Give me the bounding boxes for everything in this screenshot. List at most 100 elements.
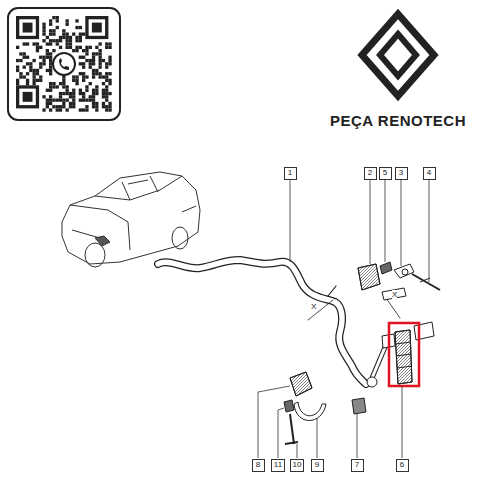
callout-box: 3 <box>395 167 408 180</box>
qr-module <box>89 66 92 69</box>
qr-module <box>49 23 52 26</box>
qr-module <box>39 56 42 59</box>
qr-module <box>69 95 72 98</box>
qr-module <box>46 52 49 55</box>
callout-box: 7 <box>351 459 364 472</box>
qr-module <box>79 26 82 29</box>
qr-module <box>75 19 78 22</box>
qr-module <box>79 46 82 49</box>
qr-module <box>92 72 95 75</box>
qr-module <box>59 82 62 85</box>
qr-module <box>49 85 52 88</box>
qr-module <box>62 36 65 39</box>
qr-module <box>42 59 45 62</box>
qr-module <box>99 66 102 69</box>
qr-module <box>69 92 72 95</box>
qr-module <box>105 99 108 102</box>
qr-module <box>56 16 59 19</box>
qr-module <box>52 29 55 32</box>
qr-module <box>16 16 39 39</box>
qr-module <box>92 105 95 108</box>
qr-module <box>36 72 39 75</box>
qr-module <box>33 59 36 62</box>
qr-module <box>19 72 22 75</box>
callout-number: 7 <box>355 461 359 469</box>
qr-module <box>62 105 65 108</box>
callout-number: 10 <box>293 461 302 469</box>
qr-module <box>42 108 45 111</box>
qr-module <box>82 79 85 82</box>
qr-module <box>36 46 39 49</box>
qr-module <box>92 52 95 55</box>
qr-module <box>69 102 72 105</box>
qr-module <box>79 108 82 111</box>
qr-module <box>99 42 102 45</box>
qr-module <box>26 56 29 59</box>
qr-module <box>82 49 85 52</box>
callout-number: 1 <box>288 169 292 177</box>
qr-module <box>49 102 52 105</box>
qr-module <box>33 79 36 82</box>
qr-module <box>62 33 65 36</box>
qr-module <box>49 66 52 69</box>
qr-module <box>102 92 105 95</box>
qr-module <box>39 66 42 69</box>
qr-module <box>59 92 62 95</box>
qr-module <box>105 79 108 82</box>
qr-module <box>105 108 108 111</box>
qr-module <box>46 102 49 105</box>
qr-module <box>16 46 19 49</box>
qr-module <box>49 59 52 62</box>
qr-module <box>66 33 69 36</box>
qr-module <box>89 59 92 62</box>
qr-module <box>16 82 19 85</box>
qr-module <box>23 52 26 55</box>
qr-module <box>79 39 82 42</box>
qr-module <box>46 42 49 45</box>
qr-module <box>69 42 72 45</box>
qr-module <box>49 42 52 45</box>
qr-module <box>52 16 55 19</box>
qr-module <box>95 69 98 72</box>
qr-module <box>49 89 52 92</box>
callout-box: 6 <box>396 459 409 472</box>
qr-module <box>29 66 32 69</box>
qr-module <box>49 29 52 32</box>
qr-module <box>108 79 111 82</box>
qr-module <box>36 69 39 72</box>
qr-module <box>52 39 55 42</box>
section-mark: X <box>311 302 316 311</box>
qr-module <box>16 69 19 72</box>
qr-module <box>46 36 49 39</box>
qr-module <box>95 105 98 108</box>
qr-module <box>56 26 59 29</box>
qr-module <box>42 29 45 32</box>
qr-module <box>62 102 65 105</box>
qr-module <box>85 99 88 102</box>
qr-module <box>56 85 59 88</box>
qr-module <box>42 23 45 26</box>
qr-module <box>36 49 39 52</box>
qr-module <box>36 79 39 82</box>
qr-module <box>72 95 75 98</box>
qr-module <box>99 52 102 55</box>
qr-module <box>26 42 29 45</box>
qr-module <box>72 89 75 92</box>
qr-module <box>66 46 69 49</box>
qr-module <box>42 33 45 36</box>
qr-module <box>62 79 65 82</box>
qr-module <box>52 33 55 36</box>
qr-module <box>29 62 32 65</box>
qr-module <box>92 102 95 105</box>
qr-module <box>49 72 52 75</box>
qr-module <box>39 62 42 65</box>
qr-module <box>85 16 108 39</box>
qr-module <box>66 108 69 111</box>
qr-module <box>23 56 26 59</box>
callout-box: 5 <box>379 167 392 180</box>
qr-module <box>69 105 72 108</box>
qr-module <box>66 19 69 22</box>
qr-module <box>99 56 102 59</box>
brand-text: PEÇA RENOTECH <box>330 112 466 129</box>
